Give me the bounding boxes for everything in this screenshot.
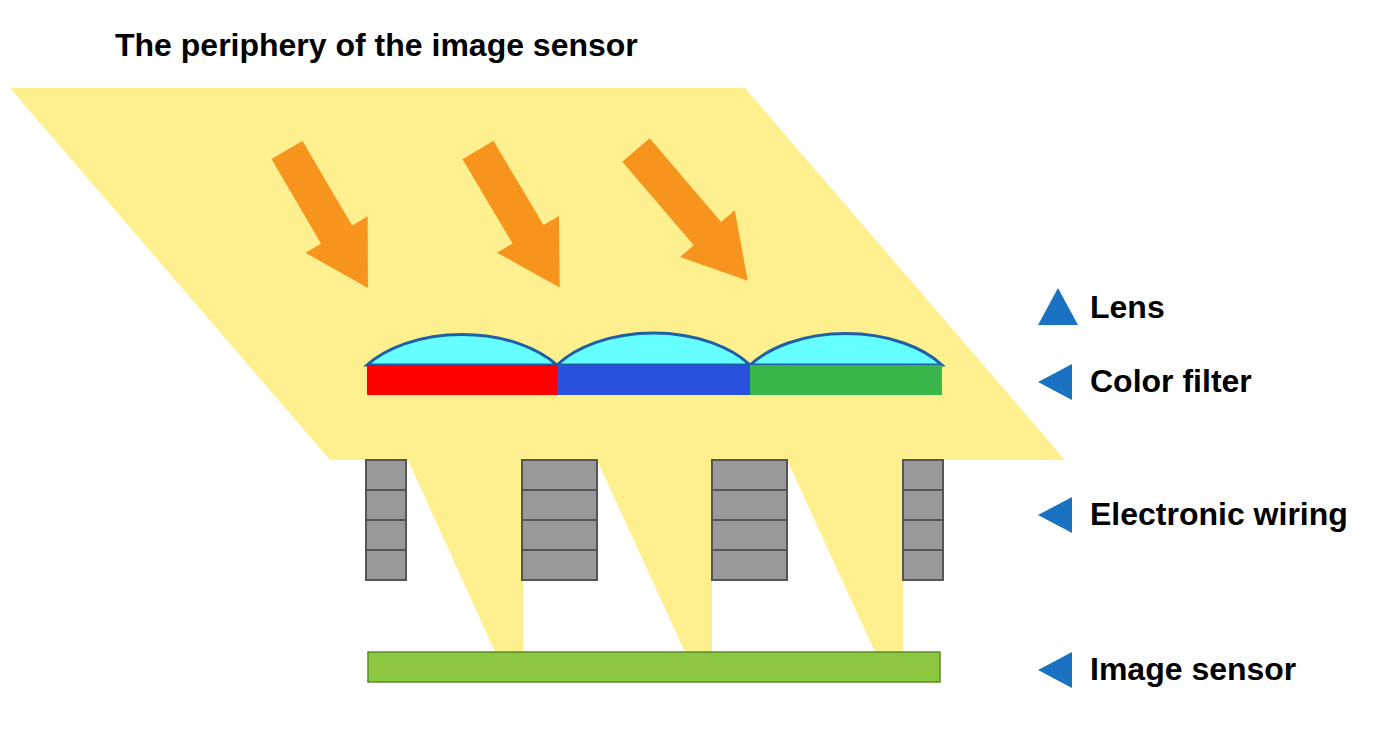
wiring-block: [366, 550, 406, 580]
micro-lens: [557, 333, 750, 365]
wiring-block: [366, 490, 406, 520]
red-filter: [367, 365, 557, 395]
wiring-block: [522, 490, 597, 520]
wiring-block: [366, 520, 406, 550]
part-label: Image sensor: [1090, 652, 1296, 687]
blue-filter: [557, 365, 750, 395]
part-label: Lens: [1090, 290, 1165, 325]
light-region: [10, 88, 1065, 460]
electronic-wiring: [366, 460, 943, 580]
light-arrow: [447, 132, 591, 306]
wiring-block: [903, 520, 943, 550]
image-sensor-bar: [368, 652, 940, 682]
wiring-block: [712, 550, 787, 580]
wiring-block: [366, 460, 406, 490]
wiring-block: [712, 490, 787, 520]
diagram-title: The periphery of the image sensor: [115, 28, 638, 63]
wiring-block: [522, 520, 597, 550]
pointer-triangle: [1038, 288, 1078, 325]
light-arrows: [256, 127, 775, 307]
light-beam: [597, 460, 712, 652]
wiring-block: [712, 460, 787, 490]
micro-lens: [750, 334, 942, 365]
wiring-block: [903, 460, 943, 490]
pointer-triangle: [1038, 497, 1072, 533]
wiring-block: [522, 460, 597, 490]
wiring-block: [712, 520, 787, 550]
wiring-block: [903, 550, 943, 580]
pointer-triangle: [1038, 652, 1072, 688]
part-label: Electronic wiring: [1090, 497, 1348, 532]
wiring-block: [522, 550, 597, 580]
micro-lenses: [367, 333, 942, 365]
light-arrow: [256, 132, 399, 306]
part-label: Color filter: [1090, 364, 1252, 399]
micro-lens: [367, 334, 557, 365]
wiring-block: [903, 490, 943, 520]
pointer-triangle: [1038, 364, 1072, 400]
light-beam: [787, 460, 903, 652]
light-arrow: [609, 127, 775, 305]
green-filter: [750, 365, 942, 395]
light-beam: [408, 460, 523, 652]
